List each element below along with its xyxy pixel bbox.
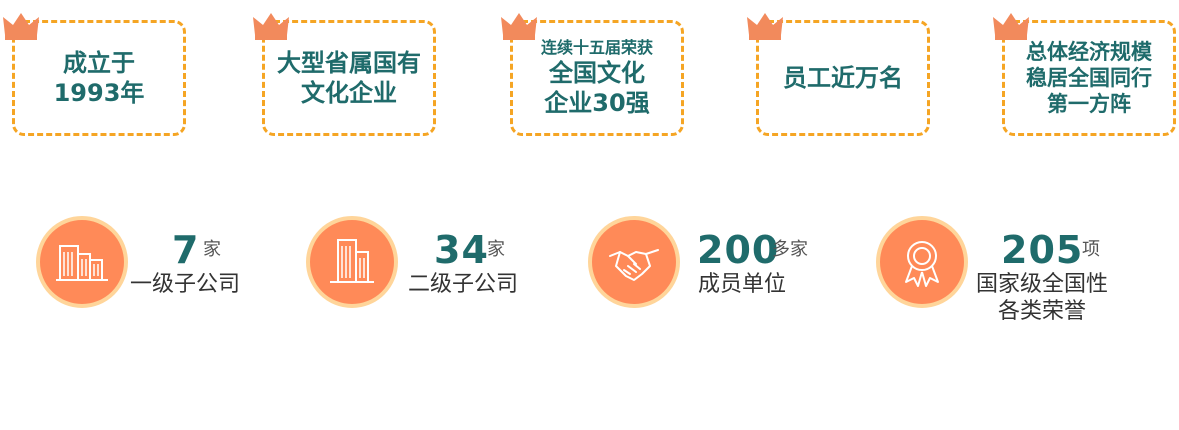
award-icon [905,241,939,287]
crown-icon [993,13,1029,40]
crown-icon [747,13,783,40]
stat-unit: 家 [487,239,505,260]
card-line: 1993年 [53,79,145,107]
stat-description: 成员单位 [698,272,787,297]
stat-unit: 家 [203,239,221,260]
stat-number: 200 [697,228,780,272]
info-card-top30: 连续十五届荣获 全国文化 企业30强 [501,13,684,136]
card-line: 成立于 [63,49,135,77]
crown-icon [501,13,537,40]
stat-description: 各类荣誉 [998,299,1087,324]
stat-number: 205 [1001,228,1084,272]
stat-number: 7 [172,228,200,272]
building-icon [330,239,374,283]
card-line: 稳居全国同行 [1026,65,1152,90]
card-line: 第一方阵 [1047,92,1131,117]
stat-number: 34 [434,228,489,272]
info-card-enterprise: 大型省属国有 文化企业 [253,13,436,136]
card-line: 全国文化 [549,59,645,87]
handshake-icon [609,249,659,281]
crown-icon [3,13,39,40]
card-line: 员工近万名 [783,64,903,92]
card-line: 总体经济规模 [1026,39,1152,64]
buildings-icon-circle [36,216,128,308]
info-card-founded: 成立于 1993年 [3,13,186,136]
stat-description: 一级子公司 [130,272,241,297]
stat-unit: 项 [1082,239,1100,260]
stat-description: 国家级全国性 [976,272,1109,297]
card-line: 大型省属国有 [277,49,421,77]
card-line: 文化企业 [301,79,397,107]
card-line: 企业30强 [544,89,650,117]
stat-description: 二级子公司 [408,272,519,297]
crown-icon [253,13,289,40]
award-icon-circle [876,216,968,308]
stat-unit: 多家 [772,239,808,260]
buildings-icon [56,245,108,281]
info-card-scale: 总体经济规模 稳居全国同行 第一方阵 [993,13,1176,136]
handshake-icon-circle [588,216,680,308]
info-card-employees: 员工近万名 [747,13,930,136]
building-icon-circle [306,216,398,308]
card-top-line: 连续十五届荣获 [540,38,653,57]
